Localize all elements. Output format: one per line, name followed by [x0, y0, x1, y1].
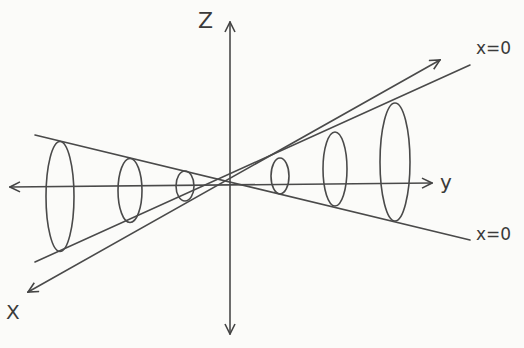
axis-label: Z — [198, 10, 213, 32]
cone-edge — [35, 65, 470, 262]
axis-label: y — [440, 172, 452, 192]
plane-label: x=0 — [476, 40, 511, 57]
cross-section — [176, 171, 194, 201]
cone-edge — [35, 135, 470, 240]
cross-section — [46, 142, 74, 252]
cross-section — [271, 158, 289, 194]
x-axis — [28, 60, 440, 292]
axis-label: X — [6, 302, 20, 322]
cross-section — [118, 159, 142, 223]
cross-section — [323, 132, 347, 206]
plane-label: x=0 — [476, 226, 511, 243]
cross-section — [380, 103, 410, 221]
